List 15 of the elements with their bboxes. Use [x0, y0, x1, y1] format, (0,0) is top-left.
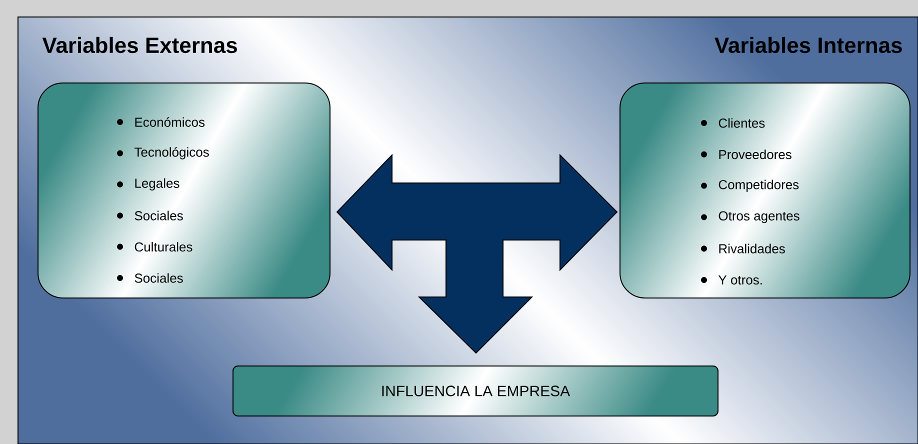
bullet-item: Clientes — [701, 118, 765, 128]
bullet-item: Proveedores — [701, 150, 792, 160]
bullet-item: Tecnológicos — [117, 147, 209, 160]
bullet-item: Sociales — [117, 210, 183, 220]
heading: Variables Externas — [42, 36, 237, 54]
bullet-item: Económicos — [117, 117, 205, 127]
bullet-item: Culturales — [117, 242, 192, 252]
heading: Variables Internas — [714, 36, 902, 54]
bullet-item: Otros agentes — [701, 211, 800, 224]
rounded-box: INFLUENCIA LA EMPRESA — [232, 365, 718, 416]
bullet-item: Rivalidades — [701, 244, 785, 254]
bullet-item: Y otros. — [701, 275, 762, 285]
bullet-item: Legales — [117, 178, 180, 190]
bullet-item: Competidores — [701, 180, 799, 192]
bullet-item: Sociales — [117, 273, 183, 283]
